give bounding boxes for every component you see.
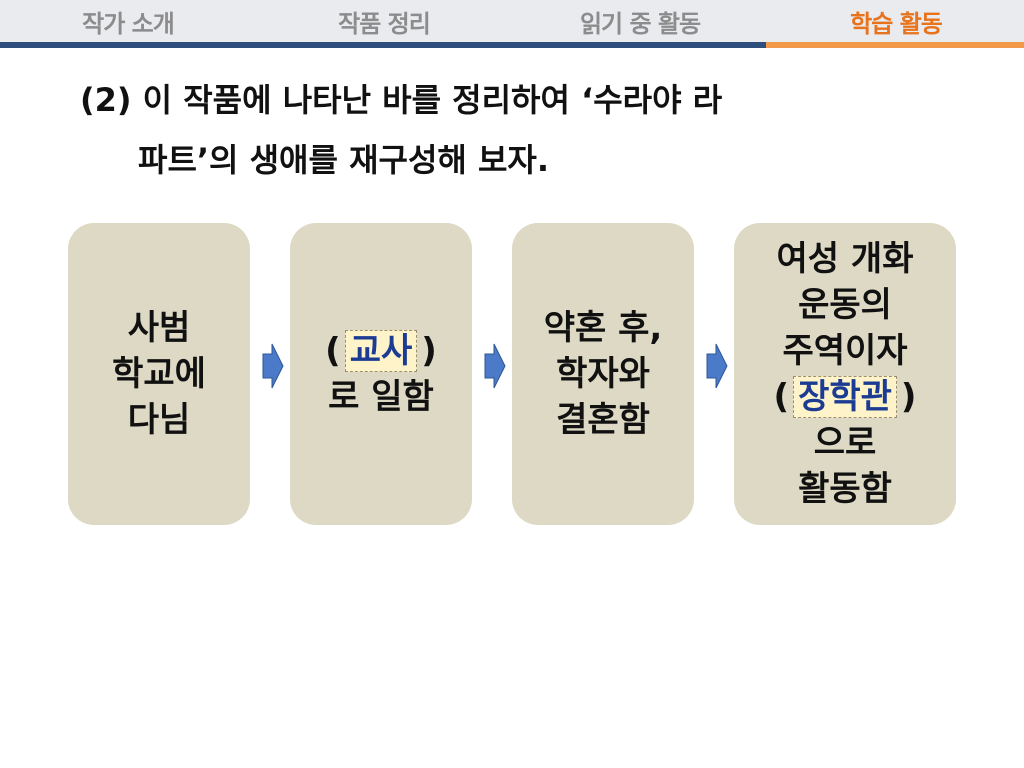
step1-line: 사범 <box>127 308 191 348</box>
open-paren: ( <box>325 331 341 371</box>
step3-line: 학자와 <box>556 354 650 394</box>
flow-step-3: 약혼 후, 학자와 결혼함 <box>512 223 694 525</box>
step2-line: 로 일함 <box>328 377 434 417</box>
answer-blank: 장학관 <box>793 376 897 418</box>
nav-underline-active <box>766 42 1024 48</box>
flow-step-2: (교사) 로 일함 <box>290 223 472 525</box>
nav-underline <box>0 42 766 48</box>
tab-author-intro[interactable]: 작가 소개 <box>82 10 175 38</box>
question-line-1: (2) 이 작품에 나타난 바를 정리하여 ‘수라야 라 <box>80 81 723 119</box>
answer-blank: 교사 <box>344 330 418 372</box>
step4-line: 주역이자 <box>782 331 908 371</box>
close-paren: ) <box>421 331 437 371</box>
step4-line: 여성 개화 <box>776 239 914 279</box>
step1-line: 학교에 <box>112 354 206 394</box>
step4-answer-line: (장학관) <box>773 374 917 420</box>
right-arrow-icon <box>262 343 284 389</box>
flow-step-1: 사범 학교에 다님 <box>68 223 250 525</box>
step3-line: 결혼함 <box>556 400 650 440</box>
step4-line: 운동의 <box>798 285 892 325</box>
open-paren: ( <box>773 377 790 417</box>
right-arrow-icon <box>706 343 728 389</box>
step2-answer-line: (교사) <box>325 328 437 374</box>
close-paren: ) <box>900 377 917 417</box>
flow-step-4: 여성 개화 운동의 주역이자 (장학관) 으로 활동함 <box>734 223 956 525</box>
step1-line: 다님 <box>127 400 191 440</box>
step3-line: 약혼 후, <box>543 308 663 348</box>
right-arrow-icon <box>484 343 506 389</box>
question-line-2: 파트’의 생애를 재구성해 보자. <box>138 141 550 179</box>
step4-line: 활동함 <box>798 469 892 509</box>
tab-learning-activity[interactable]: 학습 활동 <box>850 10 943 38</box>
tab-reading-activity[interactable]: 읽기 중 활동 <box>579 10 701 38</box>
tab-work-summary[interactable]: 작품 정리 <box>338 10 431 38</box>
question-text: (2) 이 작품에 나타난 바를 정리하여 ‘수라야 라 파트’의 생애를 재구… <box>80 70 950 190</box>
top-navigation: 작가 소개 작품 정리 읽기 중 활동 학습 활동 <box>0 0 1024 42</box>
step4-line: 으로 <box>813 423 877 463</box>
